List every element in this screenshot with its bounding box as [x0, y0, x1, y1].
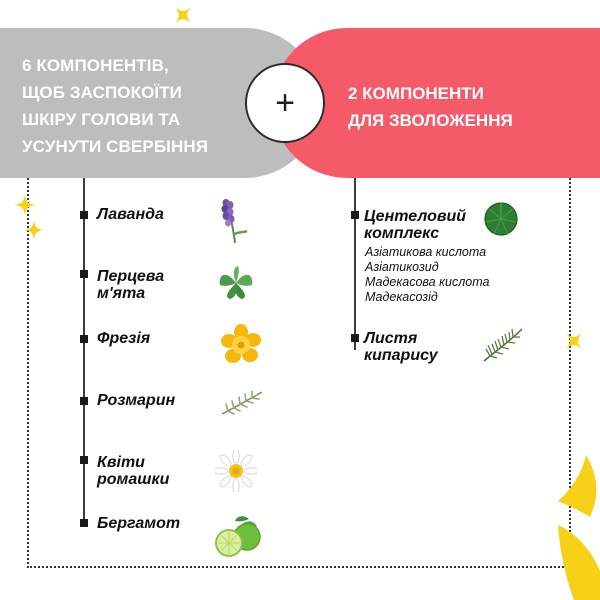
- timeline-bullet: [80, 335, 88, 343]
- timeline-bullet: [80, 397, 88, 405]
- ingredient-name-bergamot: Бергамот: [97, 515, 180, 532]
- right-header-text: 2 КОМПОНЕНТИ ДЛЯ ЗВОЛОЖЕННЯ: [348, 80, 578, 134]
- timeline-bullet: [351, 334, 359, 342]
- yellow-petal-decoration: [558, 455, 600, 600]
- ingredient-line: Бергамот: [97, 515, 181, 532]
- centella-sub-ingredients: Азіатикова кислота Азіатикозид Мадекасов…: [365, 245, 489, 305]
- right-header-line: 2 КОМПОНЕНТИ: [348, 84, 484, 103]
- plus-badge: +: [245, 63, 325, 143]
- ingredient-name-chamomile: Квіти ромашки: [97, 454, 169, 488]
- right-header-line: ДЛЯ ЗВОЛОЖЕННЯ: [348, 111, 513, 130]
- lavender-icon: [221, 199, 248, 244]
- ingredient-line: кипарису: [364, 347, 438, 364]
- ingredient-line: Перцева: [97, 268, 165, 285]
- ingredient-name-mint: Перцева м'ята: [97, 268, 164, 302]
- plus-icon: +: [275, 84, 295, 122]
- dotted-frame: [27, 178, 571, 568]
- sub-ingredient: Азіатикозид: [365, 260, 439, 274]
- ingredient-name-rosemary: Розмарин: [97, 392, 175, 409]
- sub-ingredient: Мадекасозід: [365, 290, 438, 304]
- rosemary-sprig-icon: [221, 390, 263, 415]
- ingredient-line: Фрезія: [97, 330, 151, 347]
- mint-leaf-icon: [219, 266, 253, 299]
- timeline-bullet: [80, 456, 88, 464]
- centella-leaf-icon: [484, 200, 518, 236]
- left-header-text: 6 КОМПОНЕНТІВ, ЩОБ ЗАСПОКОЇТИ ШКІРУ ГОЛО…: [22, 52, 237, 160]
- sparkle-icon: [175, 7, 191, 23]
- left-header-line: ЩОБ ЗАСПОКОЇТИ: [22, 83, 183, 102]
- bergamot-fruit-icon: [215, 516, 261, 557]
- ingredient-line: Листя: [364, 330, 418, 347]
- ingredient-line: комплекс: [364, 225, 440, 242]
- ingredient-line: ромашки: [97, 471, 170, 488]
- left-header-line: 6 КОМПОНЕНТІВ,: [22, 56, 169, 75]
- ingredient-name-cypress: Листя кипарису: [364, 330, 438, 364]
- timeline-bullet: [80, 211, 88, 219]
- timeline-bullet: [351, 211, 359, 219]
- right-header-pill: [272, 28, 600, 178]
- ingredient-name-lavender: Лаванда: [97, 206, 164, 223]
- ingredient-name-centella: Центеловий комплекс: [364, 208, 466, 242]
- chamomile-flower-icon: [215, 450, 257, 492]
- sparkle-icon: [14, 194, 36, 216]
- timeline-bullet: [80, 519, 88, 527]
- left-header-line: ШКІРУ ГОЛОВИ ТА: [22, 110, 181, 129]
- sub-ingredient: Азіатикова кислота: [365, 245, 487, 259]
- timeline-bullet: [80, 270, 88, 278]
- sub-ingredient: Мадекасова кислота: [365, 275, 490, 289]
- ingredient-name-freesia: Фрезія: [97, 330, 150, 347]
- sparkle-icon: [566, 333, 582, 349]
- sparkle-icon: [24, 220, 44, 240]
- left-header-line: УСУНУТИ СВЕРБІННЯ: [22, 137, 209, 156]
- left-timeline-line: [83, 178, 85, 523]
- ingredient-line: м'ята: [97, 285, 146, 302]
- ingredient-line: Центеловий: [364, 208, 467, 225]
- right-timeline-line: [354, 178, 356, 350]
- freesia-flower-icon: [221, 324, 261, 363]
- ingredient-line: Розмарин: [97, 392, 176, 409]
- ingredient-line: Лаванда: [97, 206, 164, 223]
- cypress-branch-icon: [483, 328, 523, 362]
- ingredient-line: Квіти: [97, 454, 145, 471]
